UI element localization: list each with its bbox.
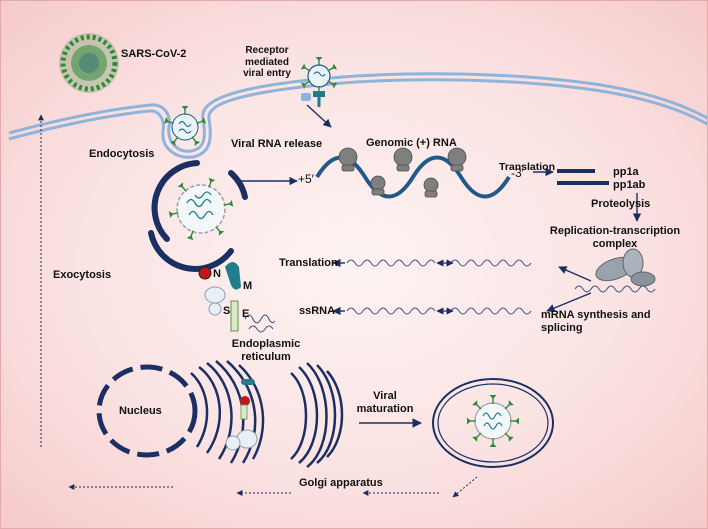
label-n-protein: N	[213, 268, 221, 280]
label-golgi: Golgi apparatus	[299, 477, 383, 489]
label-mrna-synthesis: mRNA synthesis and splicing	[541, 309, 651, 334]
label-viral-maturation: Viral maturation	[356, 390, 414, 415]
label-pp1ab: pp1ab	[613, 179, 646, 191]
e-protein-shape	[230, 300, 239, 332]
ribosomes	[338, 147, 467, 198]
label-er: Endoplasmic reticulum	[231, 338, 301, 363]
label-rtc: Replication-transcription complex	[549, 225, 681, 250]
m-protein-shape	[225, 262, 241, 290]
label-nucleus: Nucleus	[119, 405, 162, 417]
sars-cov-2-particle	[59, 33, 119, 93]
rna-strands-mid	[346, 259, 532, 315]
endocytosed-virion	[163, 105, 207, 147]
er-virion-assembly	[225, 379, 258, 451]
s-protein-shape	[204, 286, 226, 316]
entry-arrow	[306, 104, 332, 128]
label-three-prime: -3′	[511, 166, 524, 180]
label-proteolysis: Proteolysis	[591, 198, 651, 210]
er-cisternae	[190, 360, 265, 464]
n-protein-shape	[198, 266, 212, 280]
label-viral-rna-release: Viral RNA release	[231, 138, 323, 150]
label-receptor-entry: Receptor mediated viral entry	[243, 45, 291, 79]
label-endocytosis: Endocytosis	[89, 148, 155, 160]
mature-virion	[466, 394, 520, 448]
label-exocytosis: Exocytosis	[53, 269, 112, 281]
label-five-prime: +5′	[298, 172, 314, 186]
rtc-to-mrna-arrow	[546, 292, 592, 313]
pp1ab-bar	[557, 181, 609, 185]
virus-at-receptor	[300, 56, 338, 96]
label-s-protein: S	[223, 305, 231, 317]
nucleus-shape	[96, 364, 198, 458]
cell-membrane	[8, 72, 707, 159]
vesicle-exit-arrow	[452, 476, 478, 498]
label-sars-cov-2: SARS-CoV-2	[121, 48, 187, 60]
golgi-stack	[290, 362, 344, 468]
label-pp1a: pp1a	[613, 166, 639, 178]
label-translation-top: Translation	[499, 161, 556, 173]
pp1a-bar	[557, 169, 595, 173]
ace2-receptor	[301, 91, 325, 107]
label-ssrna: ssRNA	[299, 305, 336, 317]
secretory-vesicle	[432, 378, 554, 468]
uncoating-virion	[168, 177, 234, 241]
endosome	[148, 160, 248, 272]
rtc-to-translation-arrow	[558, 266, 592, 282]
label-translation-mid: Translation	[279, 257, 338, 269]
label-m-protein: M	[243, 280, 253, 292]
label-genomic-rna: Genomic (+) RNA	[366, 137, 457, 149]
rtc-complex	[574, 248, 656, 293]
ssrna-squiggle	[244, 314, 276, 333]
label-e-protein: E	[242, 308, 250, 320]
